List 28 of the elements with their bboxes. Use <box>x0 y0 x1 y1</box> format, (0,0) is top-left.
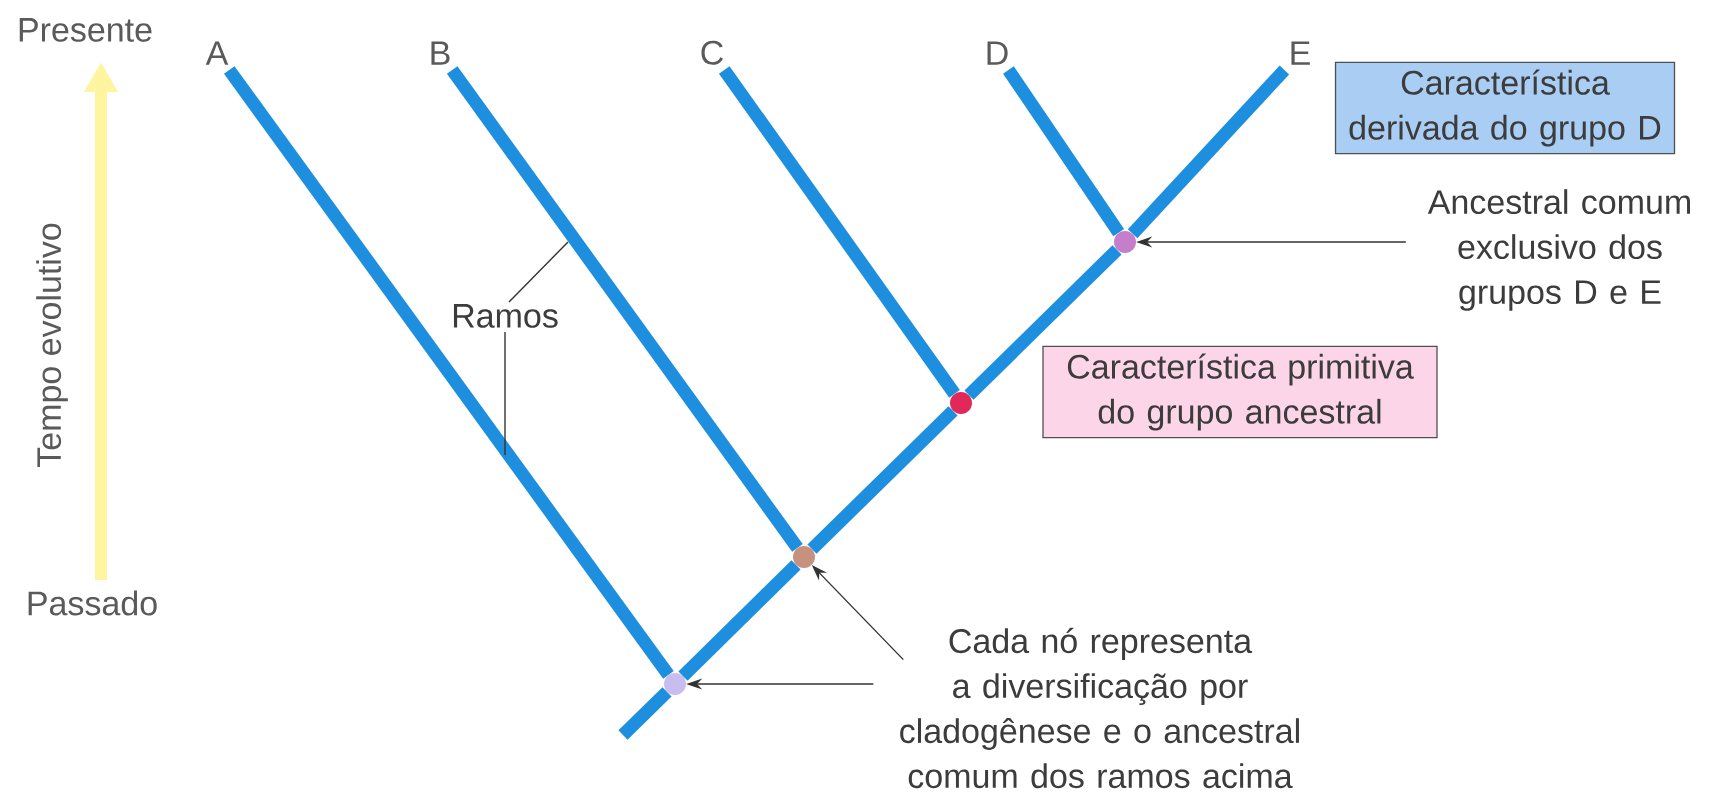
taxon-label: A <box>205 41 229 65</box>
tree-branch <box>618 687 672 740</box>
tree-node-dot <box>664 673 686 695</box>
tree-branch <box>446 66 803 552</box>
tree-branch <box>1127 65 1290 239</box>
callout-text: Ancestral comum exclusivo dos grupos D e E <box>1427 189 1690 311</box>
tree-branch <box>1003 66 1125 237</box>
callout-text: Cada nó representa a diversificação por cladogênese e o ancestral comum dos ramos acima <box>900 627 1299 789</box>
tree-branch <box>964 245 1122 400</box>
axis-title: Tempo evolutivo <box>36 223 68 468</box>
callout-text: Ramos <box>453 304 558 328</box>
leader-line <box>508 241 569 303</box>
taxon-label: C <box>701 40 723 65</box>
tree-branch <box>223 66 674 679</box>
tree-node-dot <box>1114 231 1136 253</box>
tree-node-dot <box>793 546 815 568</box>
tree-branch <box>718 66 960 398</box>
trait-box: Característica derivada do grupo D <box>1334 61 1676 155</box>
axis-label: Presente <box>19 18 152 42</box>
leader-line <box>504 331 506 456</box>
tree-branch <box>678 560 801 681</box>
taxon-label: E <box>1291 41 1310 65</box>
axis-label: Passado <box>28 590 157 616</box>
taxon-label: D <box>987 41 1008 65</box>
taxon-label: B <box>431 41 450 65</box>
trait-box: Característica primitiva do grupo ancestral <box>1042 345 1438 439</box>
tree-branch <box>807 406 958 554</box>
tree-node-dot <box>950 392 972 414</box>
